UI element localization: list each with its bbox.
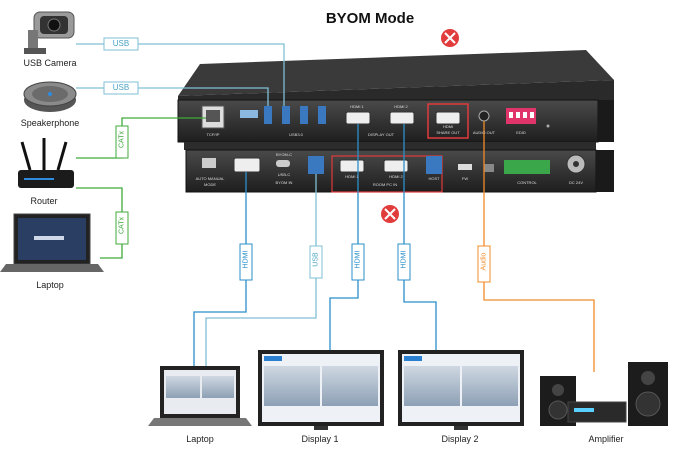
hdmi-tag-b — [351, 243, 365, 281]
laptop-left-label: Laptop — [36, 280, 64, 290]
share-out-box — [427, 103, 469, 139]
room-pc-hdmi1-label: HDMI 1 — [345, 174, 359, 179]
usb-camera-label: USB Camera — [23, 58, 77, 68]
laptop-bottom-label: Laptop — [186, 434, 214, 444]
usb3-logo — [240, 110, 258, 118]
audio-out-label: AUDIO OUT — [472, 130, 496, 135]
room-pc-hdmi2 — [383, 159, 409, 173]
room-pc-in-label: ROOM PC IN — [372, 182, 398, 187]
usb-b-port — [308, 156, 324, 174]
catx-tag-b — [115, 211, 129, 245]
control-label: CONTROL — [517, 180, 537, 185]
hdmi-tag-c-label: HDMI — [400, 250, 408, 269]
host-usb-port — [426, 156, 442, 174]
display2-icon — [398, 350, 524, 430]
usb-port-1 — [264, 106, 272, 124]
catx-tag-b-label: CATx — [118, 217, 126, 234]
share-hdmi-label: HDMI — [442, 124, 454, 129]
share-out-label: SHARE OUT — [436, 130, 460, 135]
mode-switch — [202, 158, 216, 168]
display-out-hdmi2-label: HDMI 2 — [394, 104, 408, 109]
audio-out-jack — [478, 110, 490, 122]
display-out-hdmi1 — [345, 111, 371, 125]
usb3-label: USB3.0 — [289, 132, 303, 137]
share-out-hdmi — [435, 111, 461, 125]
dc-label: DC 24V — [568, 180, 583, 185]
display2-label: Display 2 — [441, 434, 479, 444]
speakerphone-icon — [23, 81, 77, 112]
diagram-title: BYOM Mode — [325, 10, 415, 27]
cable-tags — [103, 37, 491, 283]
byom-in-label: BYOM IN — [275, 180, 293, 185]
host-label: HOST — [428, 176, 440, 181]
edid-switch — [506, 108, 536, 124]
usb-c-label: USB-C — [277, 172, 291, 177]
usb-camera-icon — [24, 11, 75, 54]
usb-tag-b-label: USB — [112, 83, 130, 92]
bottom-panel-ports — [202, 154, 586, 193]
room-pc-hdmi1 — [339, 159, 365, 173]
catx-tag-a-label: CATx — [118, 131, 126, 148]
display-out-label: DISPLAY OUT — [367, 132, 395, 137]
usb-port-2 — [282, 106, 290, 124]
router-icon — [18, 138, 74, 188]
amplifier-icon — [540, 362, 668, 426]
fw-port — [458, 164, 472, 170]
control-terminal — [504, 160, 550, 174]
usb-tag-c — [309, 245, 323, 279]
router-label: Router — [30, 196, 58, 206]
usb-port-4 — [318, 106, 326, 124]
speakerphone-label: Speakerphone — [20, 118, 80, 128]
auto-manual-label: AUTO MANUAL — [195, 176, 225, 181]
audio-tag-label: Audio — [480, 252, 488, 271]
usb-c-port — [276, 160, 290, 167]
laptop-bottom-icon — [148, 366, 252, 426]
room-pc-hdmi2-label: HDMI 2 — [389, 174, 403, 179]
byom-hdmi-port — [233, 157, 261, 173]
display1-icon — [258, 350, 384, 430]
amplifier-label: Amplifier — [588, 434, 624, 444]
hdmi-tag-a-label: HDMI — [242, 250, 250, 269]
hdmi-tag-b-label: HDMI — [354, 250, 362, 269]
usb-tag-b — [103, 81, 139, 95]
mode-label: MODE — [204, 182, 216, 187]
usb-tag-a-label: USB — [112, 39, 130, 48]
hdmi-tag-c — [397, 243, 411, 281]
display-out-hdmi2 — [389, 111, 415, 125]
catx-tag-a — [115, 125, 129, 159]
display-out-hdmi1-label: HDMI 1 — [350, 104, 364, 109]
usb-tag-a — [103, 37, 139, 51]
audio-tag — [477, 245, 491, 283]
laptop-left-icon — [0, 213, 104, 272]
forbidden-icon-room-pc — [381, 205, 399, 223]
usb-c-top-label: BYOM-C — [276, 152, 292, 157]
fw-label: FW — [461, 176, 469, 181]
edid-label: EDID — [516, 130, 526, 135]
cables — [76, 43, 595, 372]
top-panel-ports — [201, 103, 550, 139]
display1-label: Display 1 — [301, 434, 339, 444]
tcpip-label: TCP/IP — [206, 132, 220, 137]
usb-port-3 — [300, 106, 308, 124]
hdmi-tag-a — [239, 243, 253, 281]
usb-tag-c-label: USB — [312, 252, 320, 267]
forbidden-markers — [381, 29, 459, 223]
forbidden-icon-share-out — [441, 29, 459, 47]
